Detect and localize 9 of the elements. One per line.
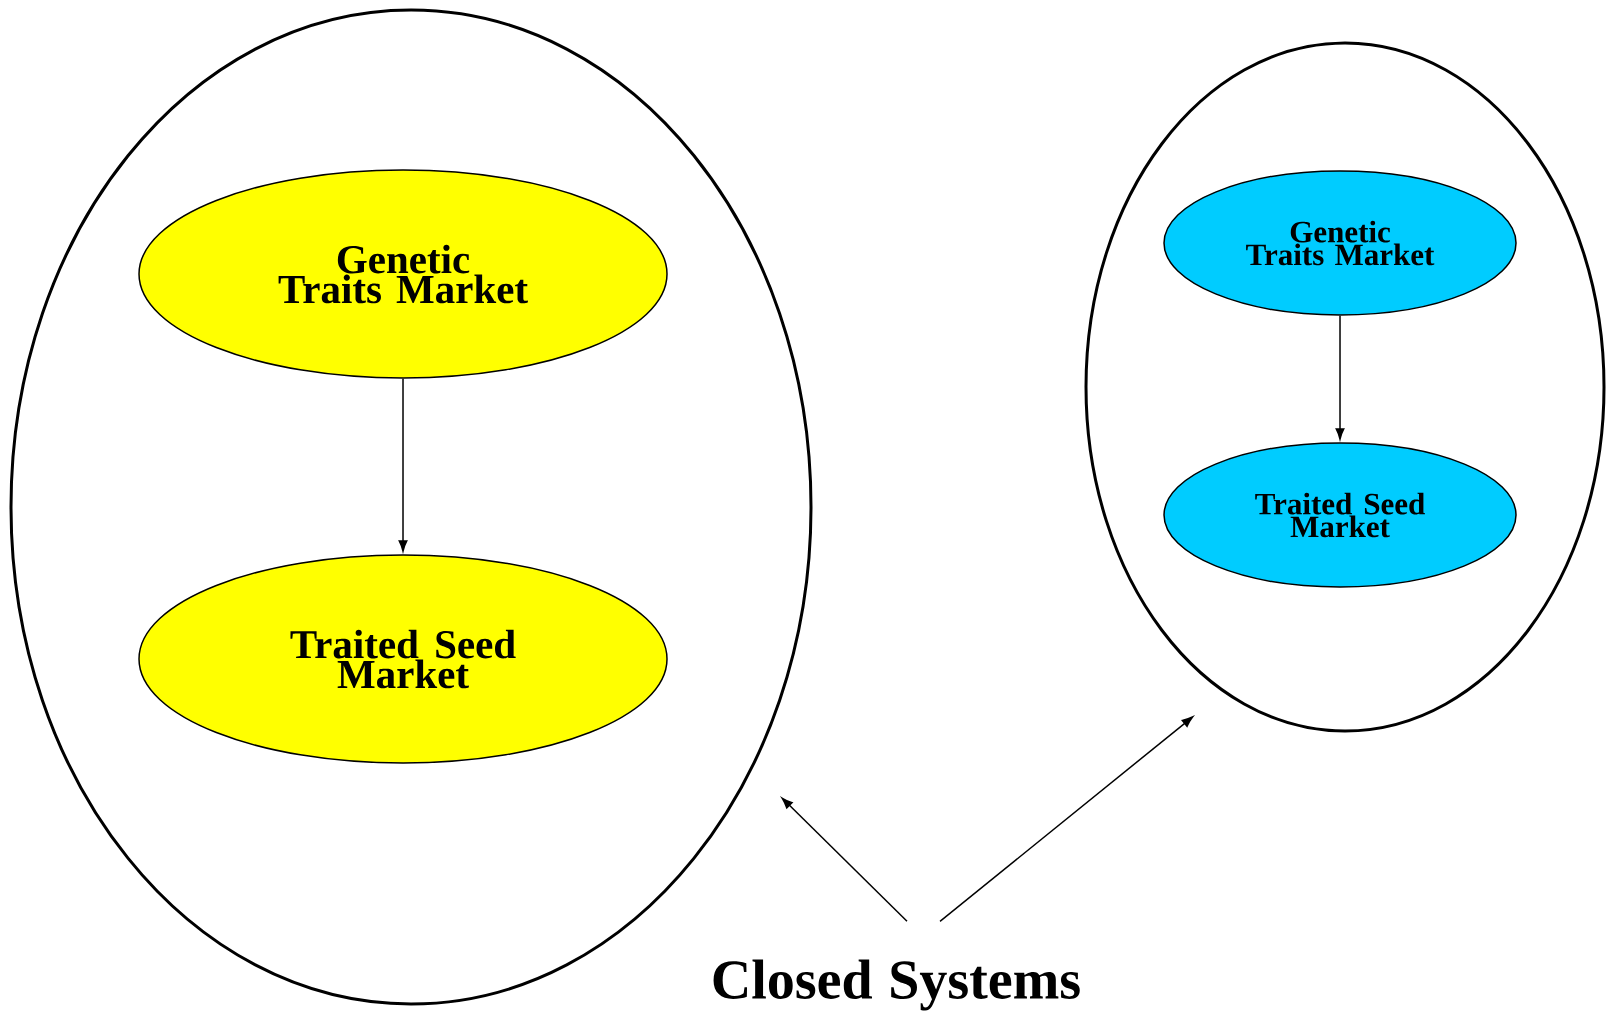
ellipse-node: Traited Seed Market — [1163, 442, 1517, 588]
ellipse-node: Genetic Traits Market — [138, 169, 668, 379]
arrow — [781, 797, 908, 923]
ellipse-node: Traited Seed Market — [138, 554, 668, 764]
caption-text: Closed Systems — [713, 959, 1080, 1011]
ellipse-node: Genetic Traits Market — [1163, 170, 1517, 316]
arrow — [1335, 315, 1345, 440]
arrow — [398, 378, 408, 552]
arrow — [939, 716, 1194, 923]
